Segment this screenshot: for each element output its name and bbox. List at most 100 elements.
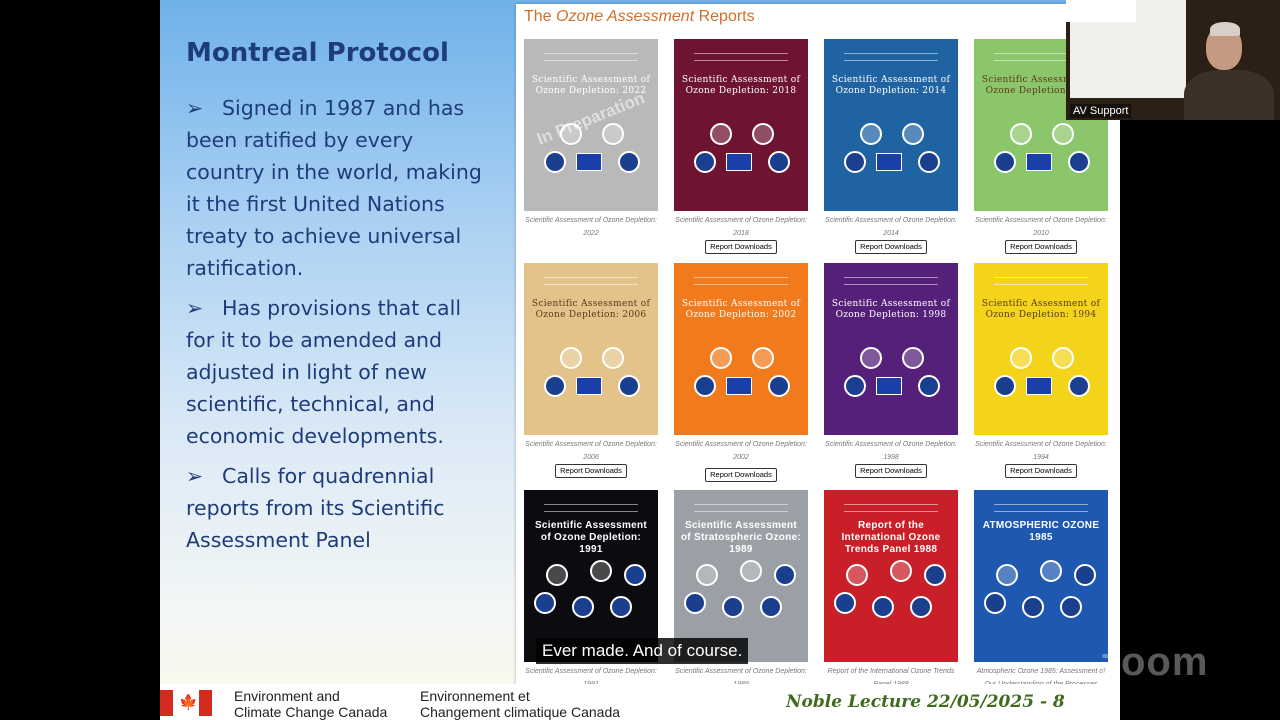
agency-logo-icon [924,564,946,586]
agency-logo-icon [1068,375,1090,397]
arrow-bullet-icon: ➢ [186,296,204,320]
report-caption[interactable]: Scientific Assessment of Ozone Depletion… [975,441,1107,461]
live-caption: Ever made. And of course. [536,638,749,664]
agency-logo-icon [768,375,790,397]
agency-logo-icon [544,151,566,173]
agency-logo-icon [722,596,744,618]
slide-title: Montreal Protocol [186,38,449,68]
report-caption[interactable]: Scientific Assessment of Ozone Depletion… [675,217,807,237]
report-caption[interactable]: Scientific Assessment of Ozone Depletion… [975,217,1107,237]
report-downloads-button[interactable]: Report Downloads [705,240,777,254]
agency-logo-icon [546,564,568,586]
report-cover-title: Scientific Assessment of Ozone Depletion… [981,299,1101,320]
report-cover-title: Scientific Assessment of Stratospheric O… [680,520,802,555]
report-caption[interactable]: Scientific Assessment of Ozone Depletion… [525,441,657,461]
report-cover[interactable]: Scientific Assessment of Ozone Depletion… [824,263,958,435]
arrow-bullet-icon: ➢ [186,96,204,120]
presenter-video-tile[interactable]: AV Support [1066,0,1280,120]
report-cover[interactable]: Scientific Assessment of Ozone Depletion… [674,263,808,435]
report-cover[interactable]: Scientific Assessment of Ozone Depletion… [974,263,1108,435]
agency-logo-icon [610,596,632,618]
agency-logo-icon [844,375,866,397]
agency-logo-icon [994,151,1016,173]
report-downloads-button[interactable]: Report Downloads [1005,240,1077,254]
agency-logo-icon [684,592,706,614]
agency-logo-icon [752,347,774,369]
agency-logo-icon [918,151,940,173]
report-downloads-button[interactable]: Report Downloads [1005,464,1077,478]
agency-logo-icon [994,375,1016,397]
bullet-item: ➢Has provisions that call for it to be a… [186,292,486,452]
agency-logo-icon [1040,560,1062,582]
agency-logo-icon [918,375,940,397]
report-cover-title: Scientific Assessment of Ozone Depletion… [531,75,651,96]
report-cover-title: Scientific Assessment of Ozone Depletion… [534,520,648,555]
agency-logo-icon [860,347,882,369]
report-caption[interactable]: Scientific Assessment of Ozone Depletion… [525,217,657,237]
report-cover[interactable]: Scientific Assessment of Ozone Depletion… [824,39,958,211]
agency-logo-icon [1052,123,1074,145]
report-cover[interactable]: Scientific Assessment of Ozone Depletion… [524,490,658,662]
agency-logo-icon [726,377,752,395]
bullet-text: Has provisions that call for it to be am… [186,296,462,448]
bullet-text: Signed in 1987 and has been ratified by … [186,96,482,280]
report-cover-title: Report of the International Ozone Trends… [841,520,941,555]
report-cover-title: Scientific Assessment of Ozone Depletion… [531,299,651,320]
participant-name-label: AV Support [1070,104,1132,118]
agency-logo-icon [752,123,774,145]
agency-logo-icon [602,347,624,369]
panel-title: The Ozone Assessment Reports [524,8,755,25]
arrow-bullet-icon: ➢ [186,464,204,488]
report-cover[interactable]: Scientific Assessment of Ozone Depletion… [524,39,658,211]
agency-logo-icon [710,347,732,369]
agency-logo-icon [602,123,624,145]
report-cover[interactable]: Scientific Assessment of Ozone Depletion… [674,39,808,211]
agency-logo-icon [576,153,602,171]
agency-logo-icon [768,151,790,173]
report-downloads-button[interactable]: Report Downloads [855,464,927,478]
agency-logo-icon [624,564,646,586]
agency-logo-icon [694,151,716,173]
agency-logo-icon [590,560,612,582]
report-caption[interactable]: Scientific Assessment of Ozone Depletion… [675,441,807,461]
report-cover[interactable]: Report of the International Ozone Trends… [824,490,958,662]
agency-logo-icon [902,347,924,369]
agency-logo-icon [846,564,868,586]
agency-logo-icon [618,375,640,397]
agency-logo-icon [1026,377,1052,395]
agency-logo-icon [618,151,640,173]
report-caption[interactable]: Scientific Assessment of Ozone Depletion… [825,217,957,237]
report-caption[interactable]: Scientific Assessment of Ozone Depletion… [825,441,957,461]
agency-logo-icon [860,123,882,145]
report-downloads-button[interactable]: Report Downloads [705,468,777,482]
agency-logo-icon [890,560,912,582]
report-cover-title: ATMOSPHERIC OZONE 1985 [982,520,1100,543]
report-cover[interactable]: ATMOSPHERIC OZONE 1985 [974,490,1108,662]
agency-logo-icon [844,151,866,173]
report-cover[interactable]: Scientific Assessment of Stratospheric O… [674,490,808,662]
agency-logo-icon [910,596,932,618]
report-downloads-button[interactable]: Report Downloads [855,240,927,254]
zoom-watermark-logo: zoom [1100,640,1209,684]
agency-logo-icon [1052,347,1074,369]
agency-logo-icon [876,153,902,171]
report-cover-title: Scientific Assessment of Ozone Depletion… [831,75,951,96]
canada-flag-icon: 🍁 [160,690,212,716]
agency-logo-icon [1010,347,1032,369]
report-cover-title: Scientific Assessment of Ozone Depletion… [681,299,801,320]
agency-logo-icon [834,592,856,614]
report-cover[interactable]: Scientific Assessment of Ozone Depletion… [524,263,658,435]
agency-logo-icon [572,596,594,618]
presentation-slide: Montreal Protocol ➢Signed in 1987 and ha… [160,0,1120,720]
agency-logo-icon [1022,596,1044,618]
report-downloads-button[interactable]: Report Downloads [555,464,627,478]
agency-logo-icon [740,560,762,582]
agency-logo-icon [694,375,716,397]
agency-logo-icon [560,347,582,369]
agency-logo-icon [544,375,566,397]
agency-logo-icon [576,377,602,395]
